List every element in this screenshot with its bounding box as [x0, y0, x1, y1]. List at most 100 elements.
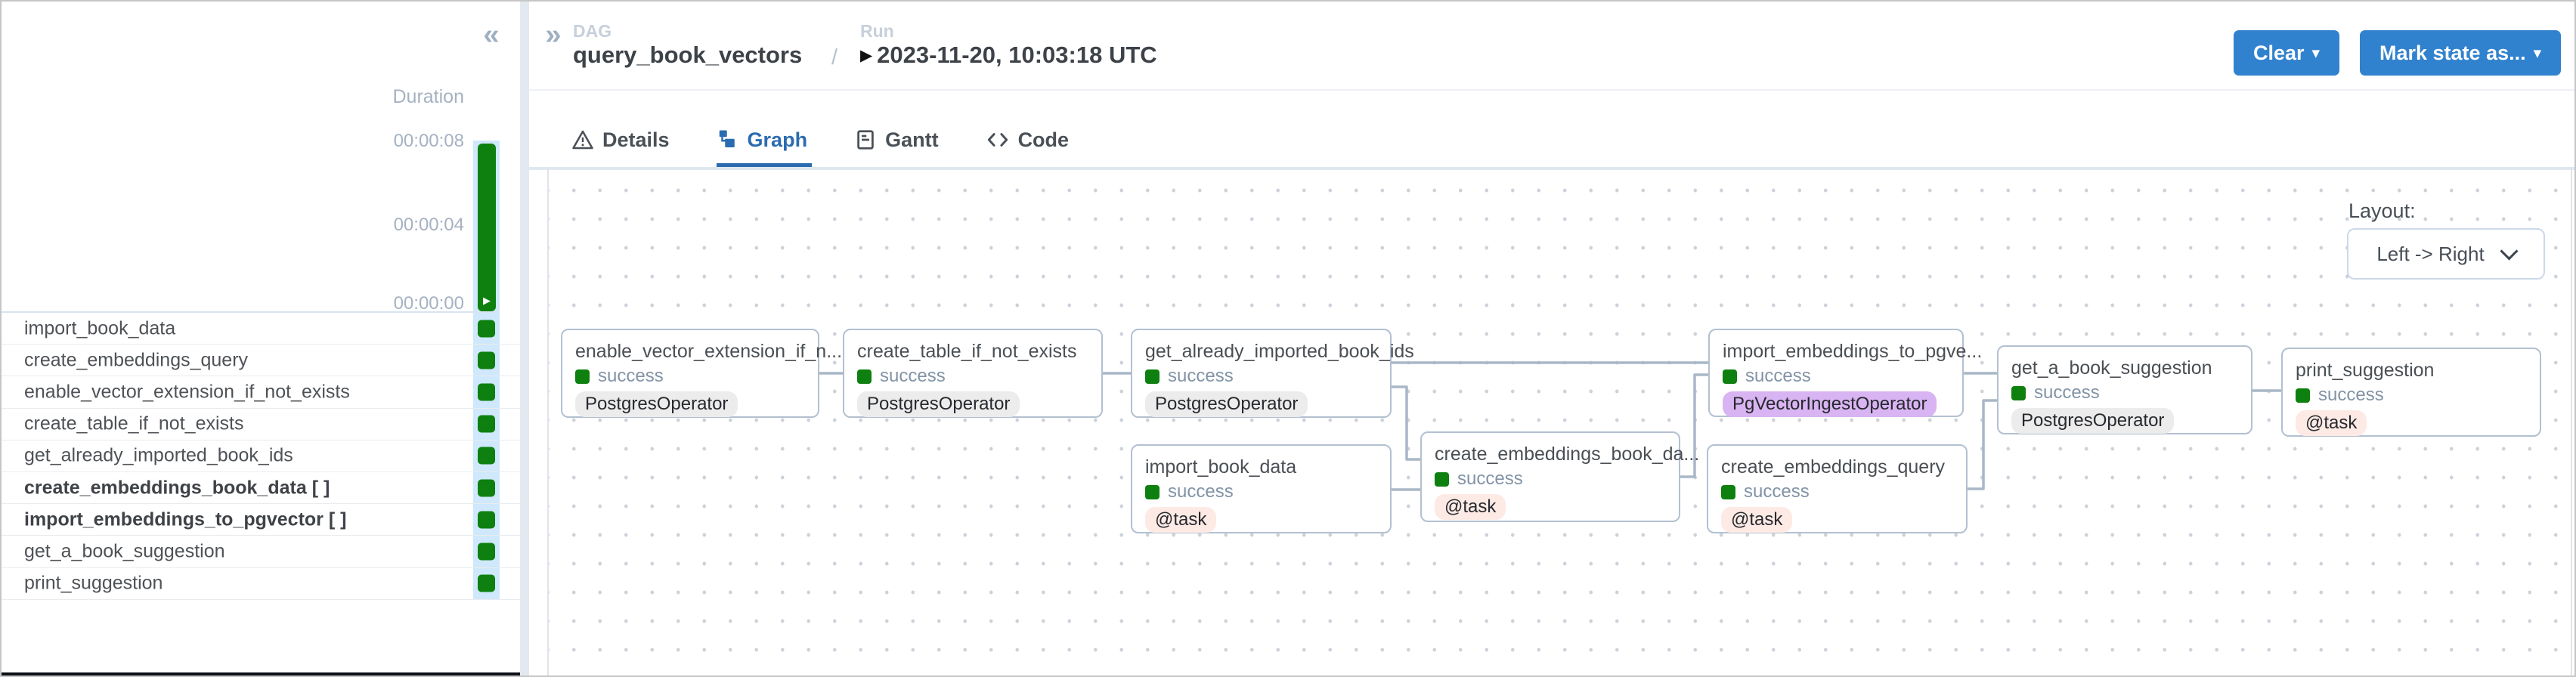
breadcrumb-expand-icon[interactable]: » — [545, 19, 562, 51]
node-status-text: success — [1168, 481, 1234, 502]
code-icon — [986, 128, 1010, 151]
task-row[interactable]: import_embeddings_to_pgvector [ ] — [2, 504, 520, 536]
node-status-text: success — [1744, 481, 1810, 502]
duration-axis-label: Duration — [392, 86, 465, 107]
node-status-square — [1721, 484, 1735, 499]
node-task-name: create_embeddings_query — [1721, 456, 1946, 478]
node-status-square — [1723, 369, 1737, 384]
tab-code[interactable]: Code — [986, 116, 1074, 167]
node-status-text: success — [2318, 385, 2384, 405]
task-name[interactable]: get_already_imported_book_ids — [24, 444, 293, 466]
tab-gantt[interactable]: Gantt — [854, 116, 943, 167]
breadcrumb-separator: / — [831, 45, 838, 70]
node-status-square — [857, 369, 872, 384]
task-row[interactable]: import_book_data — [2, 313, 520, 345]
node-operator-pill: PgVectorIngestOperator — [1723, 391, 1937, 417]
node-status-text: success — [880, 366, 946, 386]
task-row[interactable]: create_embeddings_book_data [ ] — [2, 472, 520, 505]
node-status-square — [575, 369, 590, 384]
node-operator-pill: PostgresOperator — [2011, 408, 2175, 434]
node-status-square — [2296, 388, 2310, 403]
task-name[interactable]: create_embeddings_book_data [ ] — [24, 477, 330, 499]
task-status-square-success[interactable] — [478, 447, 495, 465]
node-operator-pill: @task — [1435, 494, 1506, 520]
task-name[interactable]: import_embeddings_to_pgvector [ ] — [24, 509, 347, 530]
tab-details[interactable]: Details — [571, 116, 674, 167]
node-operator-pill: @task — [1145, 507, 1217, 533]
collapse-panel-icon[interactable]: « — [483, 19, 500, 51]
task-name[interactable]: enable_vector_extension_if_not_exists — [24, 381, 350, 403]
breadcrumb-run[interactable]: Run ▶2023-11-20, 10:03:18 UTC — [860, 21, 1157, 70]
caret-down-icon: ▾ — [2311, 44, 2321, 62]
node-status-square — [2011, 385, 2026, 400]
task-row[interactable]: get_already_imported_book_ids — [2, 441, 520, 472]
node-status-text: success — [1457, 468, 1523, 489]
task-name[interactable]: create_embeddings_query — [24, 349, 249, 371]
gantt-icon — [854, 128, 877, 151]
chevron-down-icon — [2500, 241, 2519, 261]
node-operator-pill: PostgresOperator — [1145, 391, 1308, 417]
breadcrumb-dag[interactable]: DAG query_book_vectors — [573, 21, 802, 70]
node-operator-pill: @task — [1721, 507, 1793, 533]
task-row[interactable]: get_a_book_suggestion — [2, 536, 520, 568]
task-status-square-success[interactable] — [478, 543, 495, 561]
node-status-square — [1435, 471, 1449, 487]
dag-name[interactable]: query_book_vectors — [573, 42, 803, 68]
task-row[interactable]: enable_vector_extension_if_not_exists — [2, 376, 520, 409]
node-status-square — [1145, 484, 1160, 499]
node-task-name: print_suggestion — [2296, 360, 2435, 381]
dag-label: DAG — [573, 21, 612, 41]
node-status-text: success — [598, 366, 664, 386]
task-row[interactable]: create_embeddings_query — [2, 345, 520, 377]
task-name[interactable]: print_suggestion — [24, 572, 163, 594]
task-status-square-success[interactable] — [478, 415, 495, 433]
graph-node[interactable]: create_embeddings_book_da...success@task — [1420, 431, 1699, 522]
task-row[interactable]: print_suggestion — [2, 568, 520, 600]
layout-select[interactable]: Left -> Right — [2347, 228, 2545, 280]
task-row[interactable]: create_table_if_not_exists — [2, 409, 520, 441]
node-task-name: create_table_if_not_exists — [857, 341, 1077, 362]
task-status-square-success[interactable] — [478, 574, 495, 592]
tab-bar: Details Graph Gantt Code — [529, 113, 2574, 170]
tab-graph[interactable]: Graph — [716, 116, 813, 168]
task-status-square-success[interactable] — [478, 479, 495, 497]
task-status-square-success[interactable] — [478, 383, 495, 401]
task-name[interactable]: get_a_book_suggestion — [24, 540, 225, 562]
node-status-text: success — [1745, 366, 1811, 386]
run-label: Run — [860, 21, 894, 41]
dag-run-duration-bar[interactable]: ▶ — [478, 144, 496, 311]
play-icon: ▶ — [860, 47, 873, 64]
panel-resize-divider[interactable] — [520, 2, 529, 675]
node-task-name: get_already_imported_book_ids — [1145, 341, 1414, 362]
task-status-square-success[interactable] — [478, 351, 495, 369]
duration-tick: 00:00:00 — [393, 293, 464, 314]
node-task-name: import_embeddings_to_pgve... — [1723, 341, 1983, 362]
graph-canvas[interactable] — [547, 167, 2572, 675]
task-status-square-success[interactable] — [478, 511, 495, 529]
horizontal-scrollbar[interactable] — [2, 672, 520, 675]
main-panel: » DAG query_book_vectors / Run ▶2023-11-… — [529, 2, 2574, 675]
node-status-text: success — [1168, 366, 1234, 386]
task-name[interactable]: create_table_if_not_exists — [24, 413, 244, 434]
task-status-square-success[interactable] — [478, 320, 495, 338]
duration-tick: 00:00:04 — [393, 215, 464, 235]
run-play-icon: ▶ — [483, 295, 491, 306]
clear-button[interactable]: Clear▾ — [2234, 30, 2340, 76]
node-task-name: enable_vector_extension_if_n... — [575, 341, 843, 362]
node-task-name: get_a_book_suggestion — [2011, 357, 2212, 379]
task-name[interactable]: import_book_data — [24, 317, 176, 339]
node-status-text: success — [2034, 382, 2100, 403]
run-timestamp[interactable]: ▶2023-11-20, 10:03:18 UTC — [860, 42, 1157, 68]
node-status-square — [1145, 369, 1160, 384]
mark-state-button[interactable]: Mark state as...▾ — [2360, 30, 2562, 76]
node-task-name: import_book_data — [1145, 456, 1297, 478]
